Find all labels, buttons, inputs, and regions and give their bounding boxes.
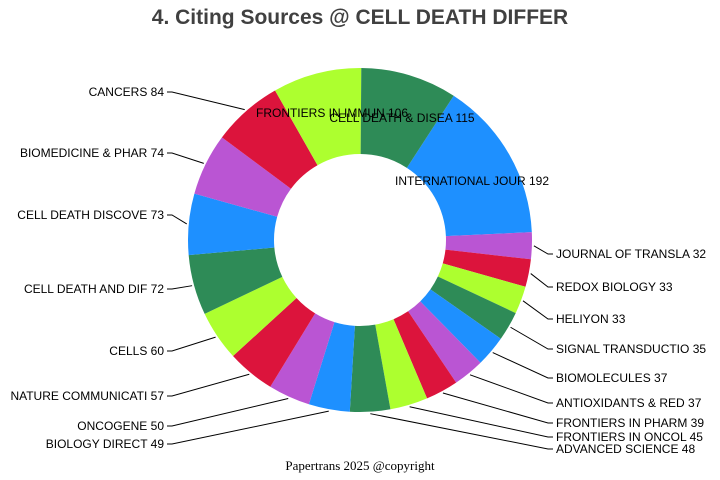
label-cancers: CANCERS 84	[89, 85, 165, 99]
label-journal-of-transla: JOURNAL OF TRANSLA 32	[556, 247, 706, 261]
label-biomolecules: BIOMOLECULES 37	[556, 371, 668, 385]
label-advanced-science: ADVANCED SCIENCE 48	[556, 442, 695, 456]
slice-redox-biology	[442, 249, 531, 287]
slice-cancers	[221, 90, 318, 189]
leader-heliyon	[522, 300, 553, 320]
label-antioxidants-red: ANTIOXIDANTS & RED 37	[556, 396, 702, 410]
leader-biomedicine-phar	[167, 152, 204, 164]
label-frontiers-in-immun: FRONTIERS IN IMMUN 106	[256, 106, 408, 120]
leader-journal-of-transla	[533, 245, 553, 255]
slice-cell-death-disea	[360, 68, 454, 168]
label-redox-biology: REDOX BIOLOGY 33	[556, 280, 673, 294]
label-signal-transductio: SIGNAL TRANSDUCTIO 35	[556, 342, 706, 356]
leader-frontiers-in-pharm	[442, 392, 553, 424]
label-nature-communicati: NATURE COMMUNICATI 57	[10, 389, 164, 403]
label-biomedicine-phar: BIOMEDICINE & PHAR 74	[20, 146, 164, 160]
chart-title: 4. Citing Sources @ CELL DEATH DIFFER	[152, 6, 568, 29]
label-heliyon: HELIYON 33	[556, 312, 626, 326]
slice-biomedicine-phar	[194, 137, 291, 217]
leader-biomolecules	[492, 352, 553, 379]
chart-footer: Papertrans 2025 @copyright	[285, 458, 435, 473]
label-cell-death-and-dif: CELL DEATH AND DIF 72	[24, 282, 164, 296]
slices-group	[188, 68, 533, 412]
slice-frontiers-in-immun	[275, 68, 362, 166]
slice-biomolecules	[420, 289, 501, 363]
slice-cell-death-and-dif	[188, 247, 283, 314]
leader-signal-transductio	[510, 326, 553, 350]
slice-advanced-science	[349, 324, 391, 412]
leader-antioxidants-red	[469, 374, 553, 404]
slice-international-jour	[406, 95, 532, 237]
slice-nature-communicati	[233, 298, 316, 387]
label-cell-death-disea: CELL DEATH & DISEA 115	[329, 111, 474, 125]
slice-cells	[204, 276, 297, 357]
slice-oncogene	[270, 313, 335, 405]
slice-signal-transductio	[430, 276, 516, 339]
label-cells: CELLS 60	[109, 344, 164, 358]
leader-frontiers-in-oncol	[409, 406, 553, 438]
label-international-jour: INTERNATIONAL JOUR 192	[395, 174, 549, 188]
slice-biology-direct	[308, 322, 355, 412]
label-frontiers-in-oncol: FRONTIERS IN ONCOL 45	[556, 430, 703, 444]
leader-cell-death-discove	[167, 214, 188, 225]
slice-cell-death-discove	[188, 193, 278, 256]
label-oncogene: ONCOGENE 50	[77, 419, 164, 433]
label-cell-death-discove: CELL DEATH DISCOVE 73	[17, 208, 164, 222]
label-frontiers-in-pharm: FRONTIERS IN PHARM 39	[556, 416, 704, 430]
slice-journal-of-transla	[445, 232, 533, 260]
leader-biology-direct	[167, 410, 329, 445]
leader-advanced-science	[370, 413, 553, 450]
leader-nature-communicati	[167, 373, 250, 397]
leader-cell-death-and-dif	[167, 285, 193, 290]
slice-heliyon	[437, 263, 526, 314]
label-biology-direct: BIOLOGY DIRECT 49	[46, 437, 165, 451]
leader-cells	[167, 336, 216, 352]
leader-redox-biology	[530, 273, 553, 288]
slice-frontiers-in-pharm	[393, 311, 457, 399]
leader-lines-group	[167, 91, 553, 450]
slice-antioxidants-red	[408, 301, 481, 383]
slice-frontiers-in-oncol	[375, 319, 428, 410]
leader-cancers	[167, 91, 245, 111]
leader-oncogene	[167, 398, 289, 427]
